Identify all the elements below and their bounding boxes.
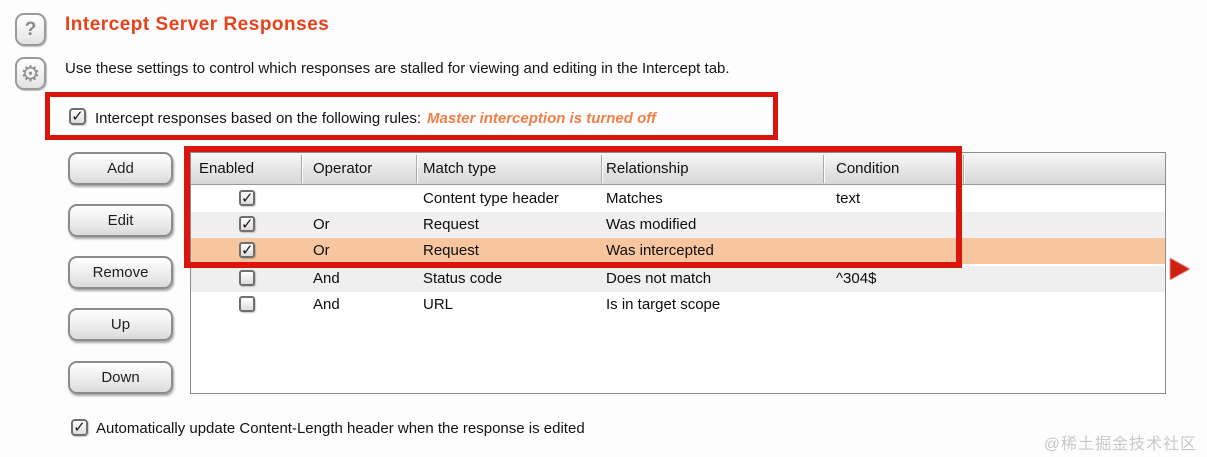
watermark: @稀土掘金技术社区: [1043, 436, 1197, 453]
checkmark-icon: ✓: [73, 419, 86, 436]
checkmark-icon: ✓: [241, 242, 254, 259]
table-row[interactable]: ✓ Or Request Was modified: [191, 212, 1165, 238]
cell-operator: And: [313, 270, 340, 287]
cell-operator: Or: [313, 242, 330, 259]
page-title: Intercept Server Responses: [65, 14, 330, 35]
cell-relationship: Was modified: [606, 216, 697, 233]
row-enabled-checkbox[interactable]: ✓: [239, 242, 255, 258]
table-row[interactable]: And URL Is in target scope: [191, 292, 1165, 318]
cell-relationship: Was intercepted: [606, 242, 714, 259]
column-divider: [963, 155, 964, 183]
column-header-enabled: Enabled: [199, 160, 255, 177]
remove-button[interactable]: Remove: [68, 256, 173, 289]
help-button[interactable]: ?: [15, 13, 46, 46]
checkmark-icon: ✓: [241, 216, 254, 233]
intercept-rules-table: Enabled Operator Match type Relationship…: [190, 152, 1166, 394]
gear-icon: ⚙: [20, 60, 41, 86]
cell-match-type: Content type header: [423, 190, 559, 207]
question-mark-icon: ?: [24, 18, 37, 40]
cell-relationship: Matches: [606, 190, 663, 207]
cell-match-type: URL: [423, 296, 454, 313]
column-header-condition: Condition: [836, 160, 900, 177]
table-header-row: Enabled Operator Match type Relationship…: [191, 153, 1165, 185]
red-pointer-arrow-icon: [1170, 258, 1190, 280]
column-divider: [416, 155, 417, 183]
down-button[interactable]: Down: [68, 361, 173, 394]
intercept-rules-label-text: Intercept responses based on the followi…: [95, 110, 422, 127]
settings-button[interactable]: ⚙: [15, 57, 46, 90]
intercept-rules-label: Intercept responses based on the followi…: [95, 110, 656, 127]
cell-operator: Or: [313, 216, 330, 233]
up-button[interactable]: Up: [68, 308, 173, 341]
cell-condition: text: [836, 190, 861, 207]
column-divider: [601, 155, 602, 183]
table-row[interactable]: And Status code Does not match ^304$: [191, 266, 1165, 292]
column-header-match-type: Match type: [423, 160, 497, 177]
table-row[interactable]: ✓ Content type header Matches text: [191, 186, 1165, 212]
row-enabled-checkbox[interactable]: ✓: [239, 190, 255, 206]
column-divider: [823, 155, 824, 183]
master-interception-status: Master interception is turned off: [427, 110, 656, 127]
row-enabled-checkbox[interactable]: [239, 270, 255, 286]
table-row-selected[interactable]: ✓ Or Request Was intercepted: [191, 238, 1165, 264]
edit-button[interactable]: Edit: [68, 204, 173, 237]
cell-condition: ^304$: [836, 270, 877, 287]
row-enabled-checkbox[interactable]: ✓: [239, 216, 255, 232]
checkmark-icon: ✓: [71, 108, 84, 125]
column-divider: [301, 155, 302, 183]
row-enabled-checkbox[interactable]: [239, 296, 255, 312]
checkmark-icon: ✓: [241, 190, 254, 207]
cell-relationship: Is in target scope: [606, 296, 721, 313]
cell-operator: And: [313, 296, 340, 313]
column-header-relationship: Relationship: [606, 160, 689, 177]
cell-relationship: Does not match: [606, 270, 712, 287]
auto-update-content-length-label: Automatically update Content-Length head…: [96, 420, 585, 437]
add-button[interactable]: Add: [68, 152, 173, 185]
auto-update-content-length-checkbox[interactable]: ✓: [71, 419, 88, 436]
cell-match-type: Status code: [423, 270, 503, 287]
intercept-rules-checkbox[interactable]: ✓: [69, 108, 86, 125]
cell-match-type: Request: [423, 242, 479, 259]
column-header-operator: Operator: [313, 160, 373, 177]
page-description: Use these settings to control which resp…: [65, 60, 730, 77]
cell-match-type: Request: [423, 216, 479, 233]
